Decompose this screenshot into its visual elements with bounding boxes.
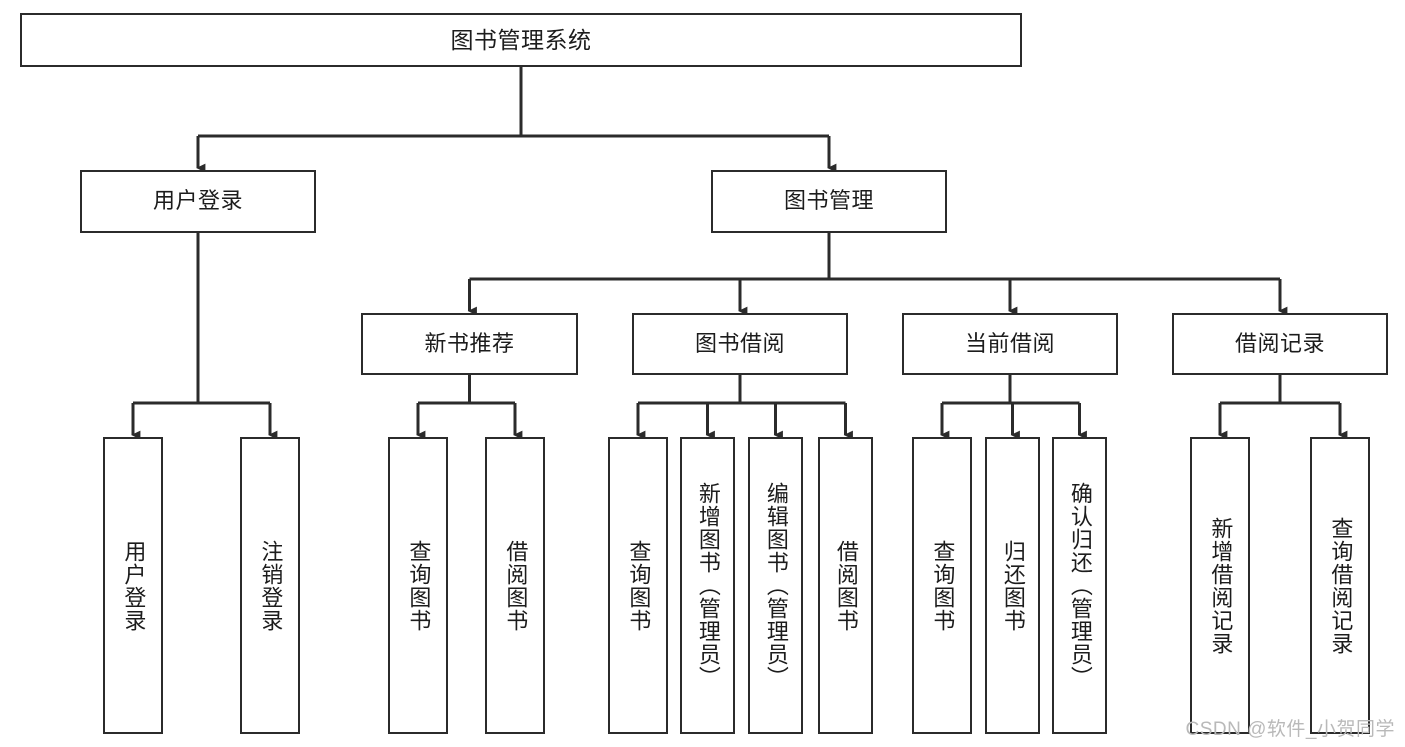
node-label: 新书推荐: [424, 330, 515, 356]
node-leaf-re-query[interactable]: 查询借阅记录: [1310, 437, 1370, 734]
node-leaf-cu-return[interactable]: 归还图书: [985, 437, 1040, 734]
node-leaf-bo-query[interactable]: 查询图书: [608, 437, 668, 734]
node-leaf-cu-query[interactable]: 查询图书: [912, 437, 972, 734]
node-label: 当前借阅: [964, 330, 1055, 356]
node-leaf-nb-query[interactable]: 查询图书: [388, 437, 448, 734]
node-label: 新增图书（管理员）: [695, 482, 721, 689]
node-newbook[interactable]: 新书推荐: [361, 313, 578, 375]
node-leaf-bo-lend[interactable]: 借阅图书: [818, 437, 873, 734]
node-label: 查询借阅记录: [1328, 516, 1354, 655]
node-label: 借阅图书: [833, 539, 859, 632]
node-label: 确认归还（管理员）: [1067, 482, 1093, 689]
node-bookmgmt[interactable]: 图书管理: [711, 170, 947, 233]
node-label: 查询图书: [930, 539, 956, 632]
node-label: 图书借阅: [694, 330, 785, 356]
node-leaf-login[interactable]: 用户登录: [103, 437, 163, 734]
node-records[interactable]: 借阅记录: [1172, 313, 1388, 375]
watermark-label: CSDN @软件_小贺同学: [1185, 719, 1395, 740]
node-label: 查询图书: [626, 539, 652, 632]
node-leaf-bo-edit[interactable]: 编辑图书（管理员）: [748, 437, 803, 734]
node-leaf-nb-borrow[interactable]: 借阅图书: [485, 437, 545, 734]
node-leaf-bo-add[interactable]: 新增图书（管理员）: [680, 437, 735, 734]
node-leaf-logout[interactable]: 注销登录: [240, 437, 300, 734]
node-label: 图书管理: [783, 188, 874, 214]
node-label: 借阅记录: [1234, 330, 1325, 356]
node-login[interactable]: 用户登录: [80, 170, 316, 233]
node-current[interactable]: 当前借阅: [902, 313, 1118, 375]
node-label: 新增借阅记录: [1208, 516, 1234, 655]
node-label: 用户登录: [152, 188, 243, 214]
node-borrow[interactable]: 图书借阅: [632, 313, 848, 375]
node-root[interactable]: 图书管理系统: [20, 13, 1022, 67]
node-label: 图书管理系统: [450, 26, 592, 53]
node-leaf-cu-conf[interactable]: 确认归还（管理员）: [1052, 437, 1107, 734]
node-label: 注销登录: [258, 539, 284, 632]
node-label: 归还图书: [1000, 539, 1026, 632]
node-leaf-re-add[interactable]: 新增借阅记录: [1190, 437, 1250, 734]
node-label: 借阅图书: [503, 539, 529, 632]
node-label: 查询图书: [406, 539, 432, 632]
node-label: 用户登录: [121, 539, 147, 632]
node-label: 编辑图书（管理员）: [763, 482, 789, 689]
